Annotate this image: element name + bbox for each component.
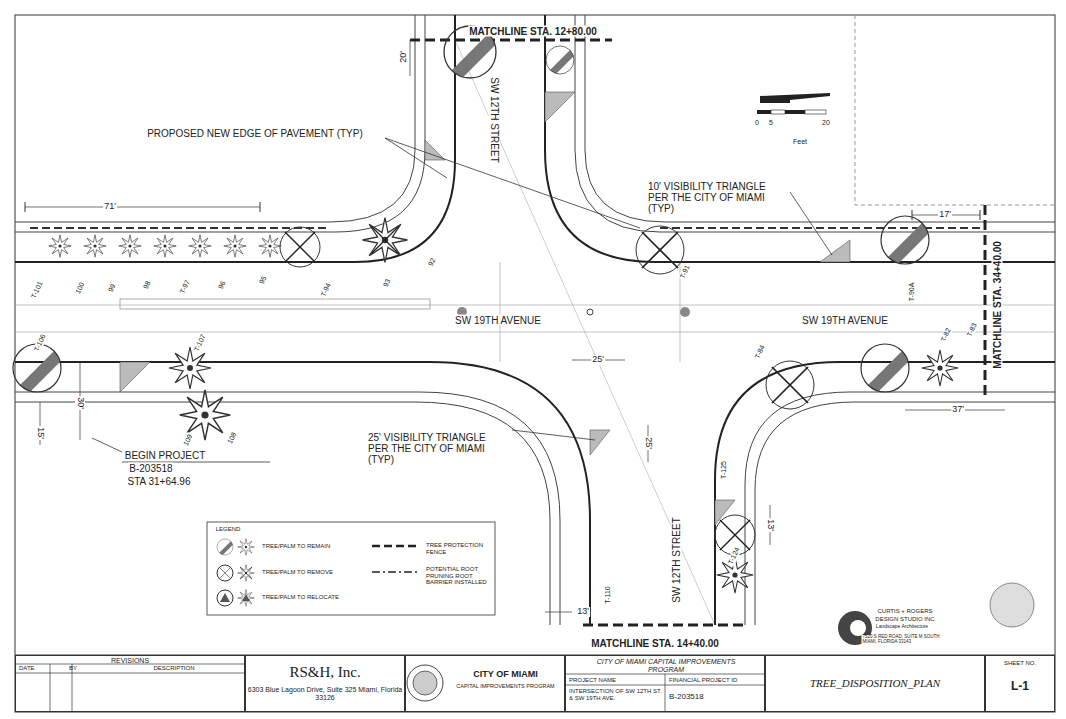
legend-title: LEGEND: [215, 526, 242, 533]
callout-note: 10' VISIBILITY TRIANGLE PER THE CITY OF …: [647, 181, 789, 214]
street-name: SW 12TH STREET: [489, 76, 500, 164]
tree-number: T-94: [319, 281, 333, 299]
project-start-note: BEGIN PROJECT: [124, 450, 207, 461]
legend-text: TREE/PALM TO REMAIN: [262, 543, 362, 550]
tree-number: 92: [426, 256, 437, 268]
block-text: PROJECT NAME: [569, 677, 664, 684]
firm-tagline: Landscape Architecture: [875, 624, 929, 630]
revisions-block: REVISIONSDATEBYDESCRIPTION: [15, 655, 245, 712]
dimension: 30': [75, 396, 85, 410]
matchline-label: MATCHLINE STA. 12+80.00: [468, 26, 598, 37]
block-text: RS&H, Inc.: [246, 664, 404, 681]
scale-number: 20: [821, 119, 831, 127]
scale-unit: Feet: [792, 138, 808, 146]
dimension: 25': [643, 436, 653, 450]
matchline-label: MATCHLINE STA. 34+40.00: [992, 240, 1003, 370]
callout-note: 25' VISIBILITY TRIANGLE PER THE CITY OF …: [367, 432, 509, 465]
legend-text: TREE PROTECTION FENCE: [426, 542, 492, 555]
tree-number: T-84: [753, 343, 767, 361]
tree-number: T-107: [192, 332, 207, 353]
firm-name: DESIGN STUDIO INC: [874, 616, 935, 623]
block-text: CAPITAL IMPROVEMENTS PROGRAM: [448, 683, 563, 689]
project-block: CITY OF MIAMI CAPITAL IMPROVEMENTS PROGR…: [565, 655, 765, 712]
block-text: DATE: [19, 665, 49, 672]
dimension: 17': [938, 210, 952, 220]
tree-number: T-83: [965, 321, 979, 339]
legend-text: POTENTIAL ROOT PRUNING ROOT BARRIER INST…: [426, 566, 492, 586]
scale-number: 5: [768, 119, 774, 127]
tree-number: 96: [216, 279, 227, 291]
firm-address: 7520 S RED ROAD, SUITE M SOUTH MIAMI, FL…: [862, 635, 949, 645]
block-text: 6303 Blue Lagoon Drive, Suite 325 Miami,…: [246, 686, 404, 701]
client-block: CITY OF MIAMI CAPITAL IMPROVEMENTS PROGRA…: [405, 655, 565, 712]
tree-number: T-106: [32, 332, 47, 353]
dimension: 13': [576, 607, 590, 617]
dimension: 71': [103, 202, 117, 212]
scale-number: 0: [754, 119, 760, 127]
block-text: CITY OF MIAMI: [448, 670, 563, 680]
dimension: 13': [765, 518, 775, 532]
block-text: INTERSECTION OF SW 12TH ST. & SW 19TH AV…: [569, 688, 667, 701]
tree-number: T-125: [720, 460, 728, 480]
block-text: L-1: [986, 680, 1054, 693]
tree-number: T-124: [726, 545, 741, 566]
tree-number: 98: [141, 279, 152, 291]
block-text: FINANCIAL PROJECT ID: [669, 677, 764, 684]
tree-number: T-101: [29, 279, 44, 300]
block-text: TREE_DISPOSITION_PLAN: [766, 677, 984, 689]
callout-note: PROPOSED NEW EDGE OF PAVEMENT (TYP): [146, 128, 364, 139]
dimension: 37': [951, 405, 965, 415]
tree-number: T-110: [604, 585, 612, 604]
block-text: DESCRIPTION: [90, 665, 258, 672]
tree-number: 100: [74, 280, 87, 296]
block-text: SHEET NO.: [986, 660, 1054, 667]
street-name: SW 12TH STREET: [671, 516, 682, 604]
project-start-note: B-203518: [128, 463, 173, 474]
matchline-label: MATCHLINE STA. 14+40.00: [590, 638, 720, 649]
dimension: 20': [399, 50, 409, 64]
block-text: REVISIONS: [16, 657, 244, 665]
tree-number: 108: [226, 430, 239, 446]
legend-text: TREE/PALM TO RELOCATE: [262, 594, 362, 601]
tree-number: 109: [182, 432, 195, 448]
block-text: CITY OF MIAMI CAPITAL IMPROVEMENTS PROGR…: [591, 658, 741, 673]
legend-text: TREE/PALM TO REMOVE: [262, 569, 362, 576]
firm-name: CURTIS + ROGERS: [876, 608, 933, 615]
block-text: BY: [69, 665, 87, 672]
tree-number: 99: [106, 282, 117, 294]
tree-number: T-91: [678, 263, 692, 281]
tree-number: 93: [381, 277, 392, 289]
tree-number: T-90A: [908, 282, 916, 303]
dimension: 25': [591, 355, 605, 365]
tree-number: 95: [257, 274, 268, 286]
dimension: 15': [35, 426, 45, 440]
sheet-number: SHEET NO. L-1: [985, 655, 1055, 712]
street-name: SW 19TH AVENUE: [801, 315, 889, 326]
project-start-note: STA 31+64.96: [127, 476, 192, 487]
sheet-title: TREE_DISPOSITION_PLAN: [765, 655, 985, 712]
consultant-block: RS&H, Inc. 6303 Blue Lagoon Drive, Suite …: [245, 655, 405, 712]
block-text: B-203518: [669, 693, 764, 702]
tree-number: T-97: [178, 278, 192, 296]
tree-number: T-82: [939, 326, 953, 344]
street-name: SW 19TH AVENUE: [454, 315, 542, 326]
